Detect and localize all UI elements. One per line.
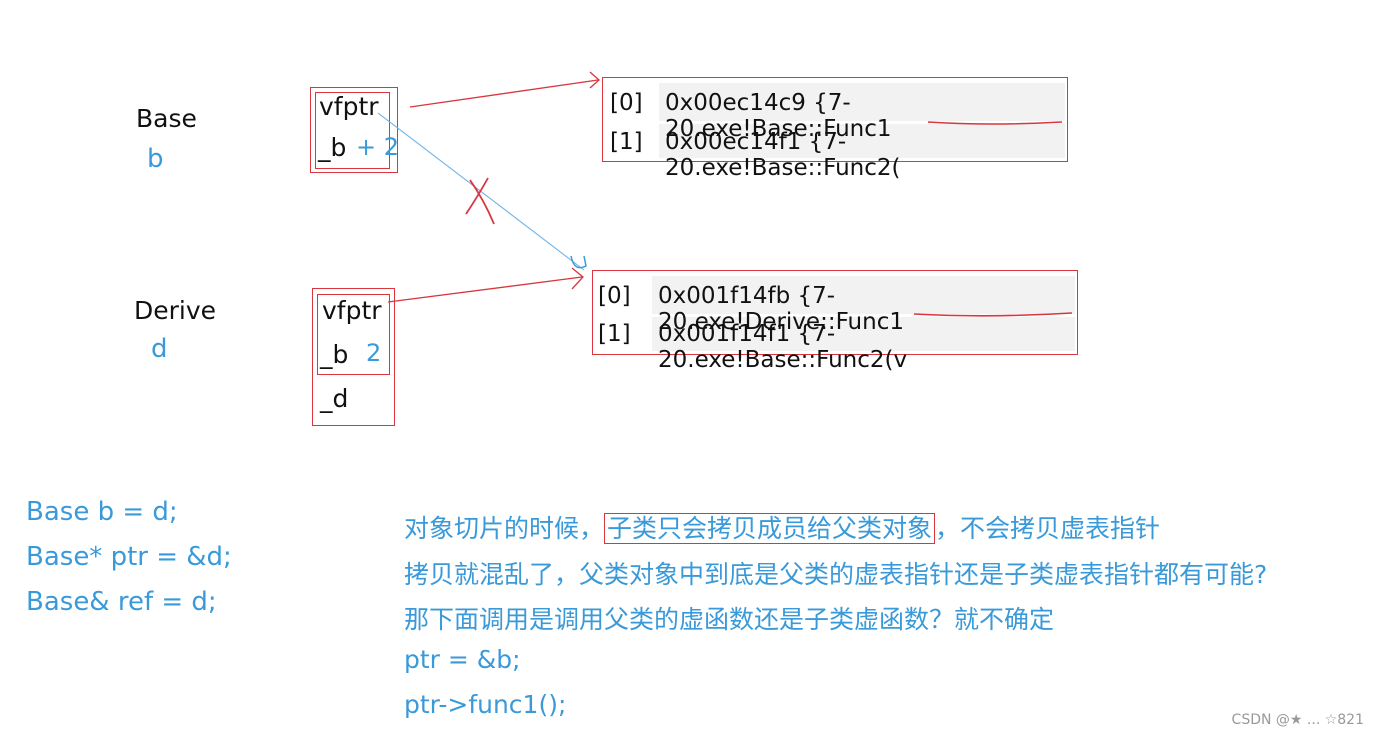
- note-line-1-pre: 对象切片的时候，: [404, 514, 605, 543]
- derive-vfptr-arrowhead: [571, 267, 584, 290]
- base-var-label: b: [147, 144, 164, 174]
- base-vtable-index: [1]: [610, 129, 643, 155]
- derive-object-outer-box: [312, 288, 395, 426]
- derive-vtable-index: [0]: [598, 283, 631, 309]
- base-vtable-entry: 0x00ec14c9 {7-20.exe!Base::Func1: [665, 90, 892, 142]
- note-line-2: 拷贝就混乱了，父类对象中到底是父类的虚表指针还是子类虚表指针都有可能?: [404, 560, 1268, 589]
- base-vtable-entry: 0x00ec14f1 {7-20.exe!Base::Func2(: [665, 129, 901, 181]
- derive-field-b: _b: [320, 340, 349, 369]
- base-object-inner-box: [315, 92, 390, 169]
- code-line: Base* ptr = &d;: [26, 542, 232, 572]
- base-object-outer-box: [310, 87, 398, 173]
- base-vfptr-arrowhead: [589, 71, 600, 89]
- note-line-1: 对象切片的时候，子类只会拷贝成员给父类对象，不会拷贝虚表指针: [404, 509, 1160, 545]
- derive-vtable-box: [592, 270, 1078, 355]
- base-vtable-row0-bg: [659, 83, 1065, 121]
- note-line-5: ptr->func1();: [404, 690, 567, 719]
- derive-vtable-row0-bg: [652, 276, 1075, 314]
- base-vfptr-arrow: [409, 79, 599, 108]
- derive-b-annotation: 2: [366, 339, 382, 367]
- watermark: CSDN @★ ... ☆821: [1231, 712, 1364, 728]
- derive-object-inner-box: [317, 294, 390, 375]
- derive-func1-underline: [913, 312, 1073, 317]
- base-class-label: Base: [136, 104, 197, 133]
- base-field-vfptr: vfptr: [319, 92, 379, 121]
- blue-arrowhead: [570, 255, 587, 269]
- base-vtable-index: [0]: [610, 90, 643, 116]
- derive-vtable-entry: 0x001f14fb {7-20.exe!Derive::Func1: [658, 283, 904, 335]
- base-field-b: _b: [318, 133, 347, 162]
- derive-field-d: _d: [320, 384, 349, 413]
- base-func1-underline: [927, 121, 1063, 125]
- base-b-annotation: + 2: [356, 133, 400, 161]
- code-line: Base& ref = d;: [26, 587, 217, 617]
- base-vtable-box: [602, 77, 1068, 162]
- note-highlight: 子类只会拷贝成员给父类对象: [604, 513, 936, 544]
- derive-vtable-index: [1]: [598, 321, 631, 347]
- note-line-4: ptr = &b;: [404, 645, 521, 674]
- derive-vtable-entry: 0x001f14f1 {7-20.exe!Base::Func2(v: [658, 321, 908, 373]
- derive-field-vfptr: vfptr: [322, 296, 382, 325]
- derive-vtable-row1-bg: [652, 317, 1075, 351]
- derive-class-label: Derive: [134, 296, 217, 325]
- note-line-3: 那下面调用是调用父类的虚函数还是子类虚函数？就不确定: [404, 605, 1055, 634]
- derive-vfptr-arrow: [387, 276, 583, 303]
- derive-var-label: d: [151, 334, 168, 364]
- red-x-mark: [465, 177, 495, 225]
- code-line: Base b = d;: [26, 497, 178, 527]
- note-line-1-post: ，不会拷贝虚表指针: [935, 514, 1161, 543]
- base-vtable-row1-bg: [659, 124, 1065, 158]
